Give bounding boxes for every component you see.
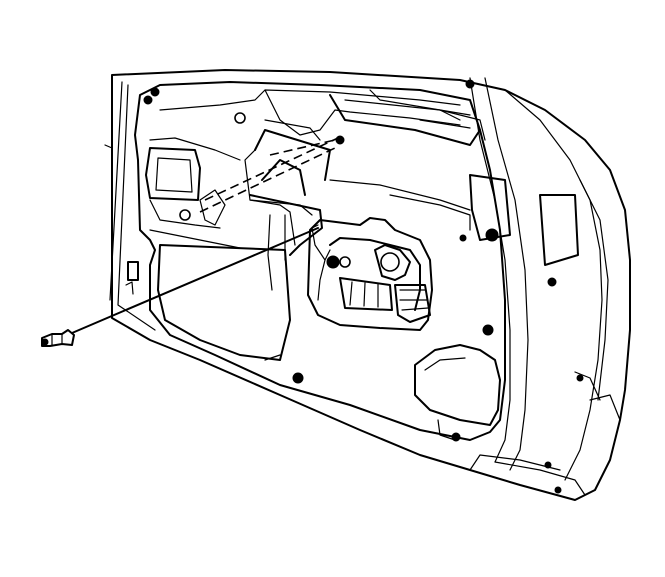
right-side-bracket <box>469 174 511 242</box>
window-channel <box>329 89 481 146</box>
panel-fasteners <box>104 79 584 494</box>
door-outer-frame <box>109 69 631 501</box>
outer-right-panel <box>539 194 579 266</box>
regulator-motor <box>307 217 433 331</box>
door-inner-panel <box>134 81 506 441</box>
upper-left-access-hole <box>145 147 201 201</box>
alignment-lines <box>199 137 339 213</box>
lower-left-access-hole <box>157 244 291 361</box>
window-regulator <box>179 112 331 291</box>
exploded-bolt <box>41 227 319 347</box>
lower-right-access-hole <box>414 344 501 426</box>
